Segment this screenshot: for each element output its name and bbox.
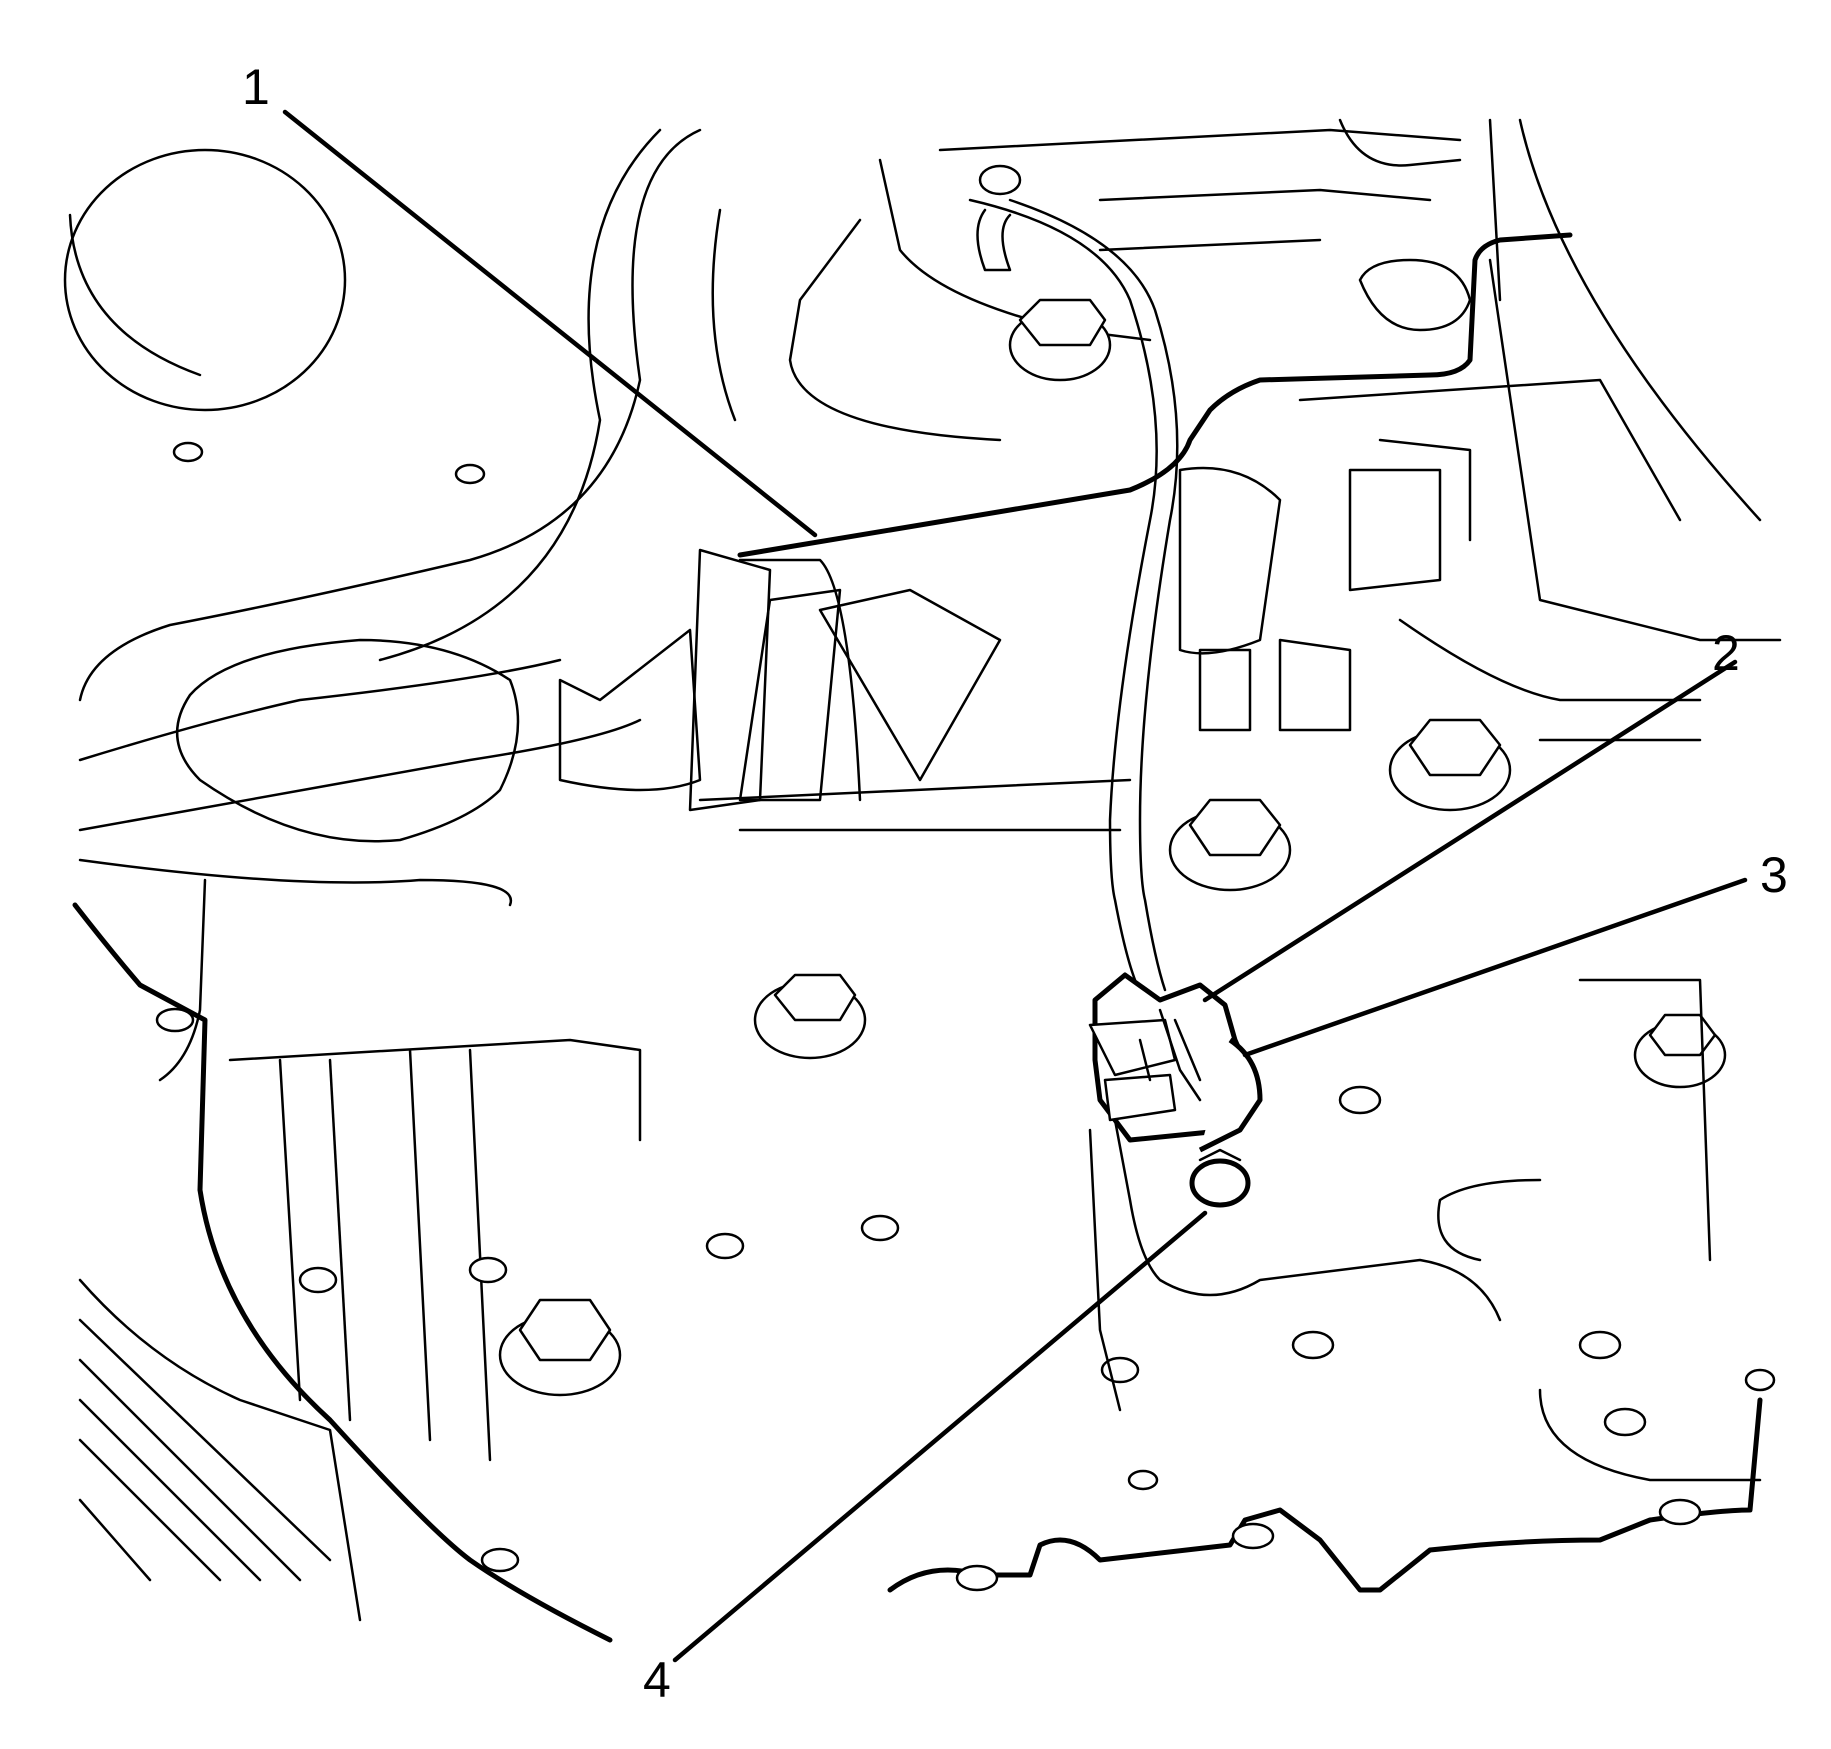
transmission-housing — [78, 128, 737, 1082]
bolt-right — [1388, 718, 1512, 812]
leader-line-3 — [1242, 877, 1748, 1058]
callout-4: 4 — [643, 1652, 671, 1708]
leader-lines — [282, 109, 1748, 1663]
bolts — [498, 164, 1727, 1397]
leader-line-2 — [1202, 659, 1738, 1003]
bolt-center — [1168, 798, 1292, 892]
callout-2: 2 — [1712, 625, 1740, 681]
electrical-connector — [1088, 972, 1263, 1153]
bolt-lower-left — [498, 1298, 622, 1397]
oil-pan-gasket-top — [737, 118, 1762, 558]
callout-1: 1 — [242, 59, 270, 115]
bolt-far-right — [1633, 1013, 1727, 1089]
leader-line-1 — [282, 109, 818, 538]
oil-pan — [887, 978, 1776, 1593]
callout-3: 3 — [1760, 847, 1788, 903]
bolt-top — [978, 164, 1022, 196]
wiring-harness — [968, 198, 1179, 1002]
leader-line-4 — [672, 1210, 1208, 1663]
upper-right-housing — [938, 118, 1502, 332]
connector-bolt — [1189, 1148, 1251, 1208]
engine-block-ribs — [558, 158, 1782, 832]
bolt-top-left — [1008, 298, 1112, 382]
left-housing-edge — [72, 902, 642, 1643]
bolt-left-center — [753, 973, 867, 1060]
expansion-plug — [63, 148, 347, 412]
bolt-holes — [298, 1085, 1647, 1491]
